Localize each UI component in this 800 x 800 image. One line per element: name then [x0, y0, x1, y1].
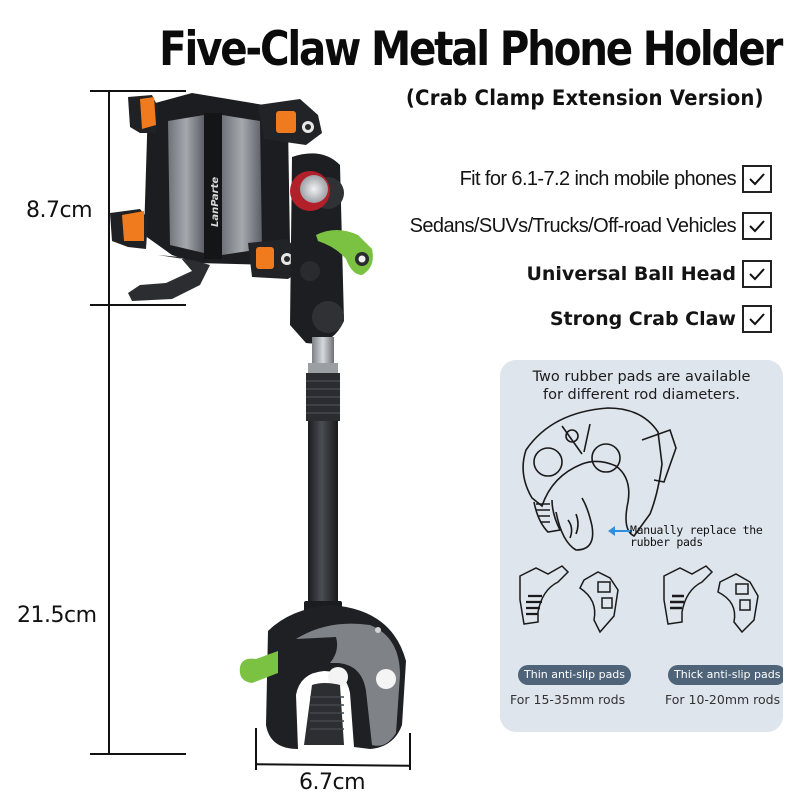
feature-label: Strong Crab Claw	[549, 308, 736, 330]
crab-clamp	[239, 605, 406, 749]
dimension-tick-right	[409, 733, 411, 770]
arrow-left-icon	[608, 526, 632, 536]
checkmark-icon	[749, 173, 765, 186]
feature-label: Fit for 6.1-7.2 inch mobile phones	[459, 167, 737, 190]
rubber-pads-info-panel: Two rubber pads are available for differ…	[500, 360, 783, 732]
holder-height-label: 8.7cm	[26, 198, 93, 223]
checkmark-box-icon	[742, 212, 772, 240]
claw-arms	[110, 95, 322, 279]
product-image: LanParte	[100, 85, 420, 765]
pad-line-drawings	[519, 565, 759, 634]
checkmark-box-icon	[742, 305, 772, 333]
replace-pads-note: Manually replace the rubber pads	[630, 523, 763, 549]
feature-label: Sedans/SUVs/Trucks/Off-road Vehicles	[409, 214, 737, 237]
product-title: Five-Claw Metal Phone Holder	[159, 22, 783, 77]
panel-heading: Two rubber pads are available for differ…	[500, 368, 783, 404]
dimension-tick-top	[90, 90, 186, 92]
feature-item: Universal Ball Head	[526, 260, 772, 288]
panel-heading-line2: for different rod diameters.	[543, 387, 740, 403]
checkmark-icon	[749, 268, 765, 281]
feature-label: Universal Ball Head	[526, 263, 736, 285]
thick-pads-badge: Thick anti-slip pads	[668, 665, 783, 685]
thin-pads-caption: For 15-35mm rods	[510, 692, 626, 707]
total-height-label: 21.5cm	[17, 603, 97, 628]
dimension-vertical-line	[108, 90, 110, 754]
extension-rod	[304, 337, 342, 613]
dimension-tick-mid	[90, 304, 186, 306]
panel-heading-line1: Two rubber pads are available	[532, 369, 751, 385]
svg-text:LanParte: LanParte	[210, 177, 221, 227]
feature-item: Strong Crab Claw	[550, 305, 772, 333]
ball-head-arm	[290, 153, 373, 344]
dimension-tick-bottom	[90, 753, 186, 755]
product-subtitle: (Crab Clamp Extension Version)	[406, 86, 764, 110]
thick-pads-caption: For 10-20mm rods	[665, 692, 781, 707]
clamp-width-label: 6.7cm	[299, 770, 366, 795]
checkmark-icon	[749, 313, 765, 326]
thin-pads-badge: Thin anti-slip pads	[518, 665, 632, 685]
clamp-line-drawing	[522, 407, 677, 551]
checkmark-icon	[749, 220, 765, 233]
phone-cradle: LanParte	[128, 93, 290, 301]
checkmark-box-icon	[742, 260, 772, 288]
dimension-tick-left	[255, 728, 257, 770]
checkmark-box-icon	[742, 165, 772, 193]
feature-item: Sedans/SUVs/Trucks/Off-road Vehicles	[410, 212, 772, 240]
feature-item: Fit for 6.1-7.2 inch mobile phones	[460, 165, 772, 193]
